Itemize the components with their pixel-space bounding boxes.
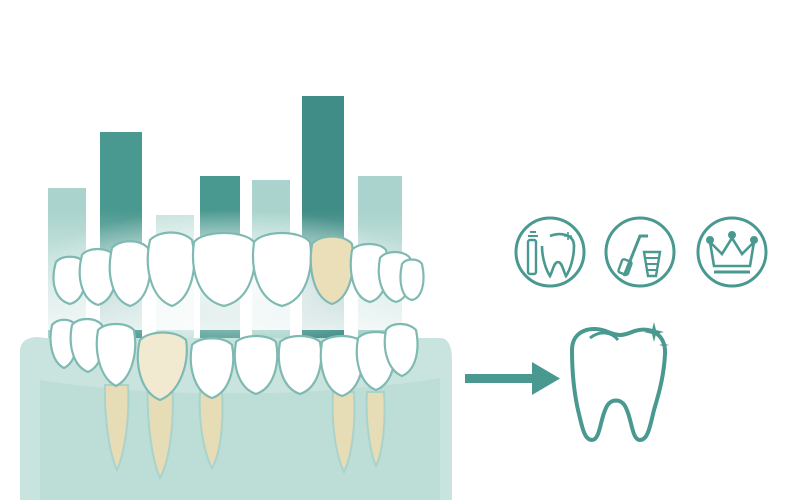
stained-upper-tooth <box>309 235 355 306</box>
right-arrow-icon <box>465 362 560 395</box>
stained-lower-tooth <box>136 331 188 402</box>
tooth-roots <box>103 379 386 481</box>
treatment-icons <box>514 216 768 288</box>
upper-teeth <box>52 231 425 308</box>
toothbrush-cleaning-icon <box>514 216 586 288</box>
dental-implant-icon <box>604 216 676 288</box>
lower-teeth <box>49 317 419 402</box>
crown-icon <box>696 216 768 288</box>
healthy-tooth-icon <box>570 322 669 442</box>
